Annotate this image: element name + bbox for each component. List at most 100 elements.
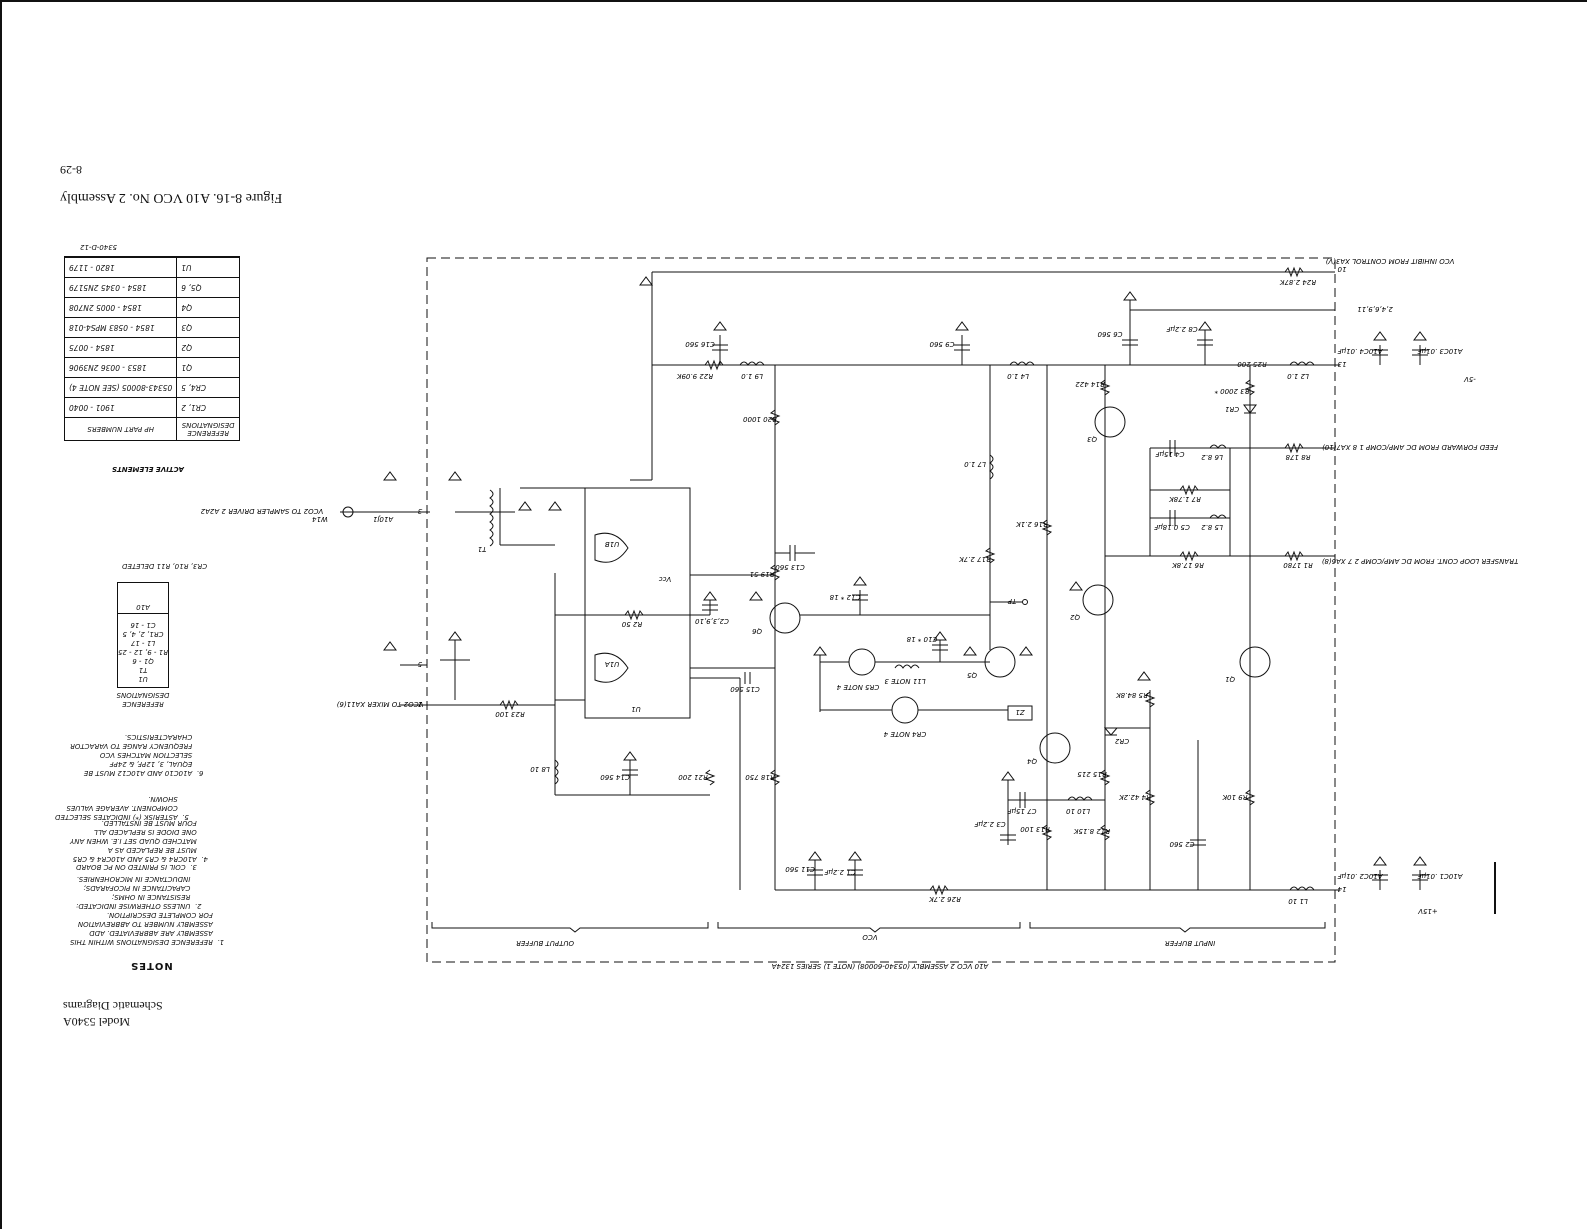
q2-symbol [1082,584,1114,616]
c14-capacitor [622,760,638,795]
svg-text:R5 84.8K: R5 84.8K [1115,691,1148,699]
section-output-buffer: OUTPUT BUFFER [516,939,574,947]
svg-text:U1B: U1B [605,540,620,548]
svg-text:L9 1.0: L9 1.0 [741,372,763,380]
r15-resistor [1099,769,1111,786]
component-labels: R24 2.87K C16 560 R22 9.09K L9 1.0 C9 56… [478,278,1464,905]
assembly-label: A10 VCO 2 ASSEMBLY (05340-60008) (NOTE 1… [772,962,990,970]
section-vco: VCO [862,933,878,941]
r7-resistor [1179,484,1199,496]
svg-text:CR1: CR1 [1225,405,1239,413]
c11-capacitor [807,860,823,890]
r23-resistor [499,699,519,711]
q1-symbol [1239,646,1271,678]
c6-capacitor [1122,330,1138,346]
brace-input-buffer [1029,922,1326,933]
svg-text:T1: T1 [478,545,487,553]
r3-resistor [1244,379,1256,396]
svg-text:L1 10: L1 10 [1288,897,1308,905]
svg-text:5: 5 [417,660,422,668]
r16-resistor [1041,519,1053,536]
r17-resistor [984,547,996,564]
u1a-gate [594,652,629,683]
c15-capacitor [744,672,751,684]
svg-text:L4 1.0: L4 1.0 [1007,372,1029,380]
svg-text:1: 1 [418,700,422,708]
svg-text:R21 200: R21 200 [678,773,708,781]
r26-resistor [929,884,949,896]
svg-text:Q2: Q2 [1069,613,1080,621]
margin-mark [1494,862,1496,914]
svg-text:R22 9.09K: R22 9.09K [676,372,714,380]
svg-text:C9 560: C9 560 [929,340,954,348]
cr2-symbol [1103,727,1119,736]
svg-text:Q4: Q4 [1027,757,1037,765]
svg-text:R9 10K: R9 10K [1221,793,1247,801]
l9-coil [739,361,765,366]
tp-point [1022,599,1028,605]
t1-coil [489,489,494,547]
svg-text:C3 2.2µF: C3 2.2µF [973,820,1005,828]
a10c2-capacitor [1372,870,1388,890]
l6-coil [1209,444,1227,449]
svg-text:R3 2000 *: R3 2000 * [1214,387,1250,395]
r19-resistor [769,564,781,581]
c10-capacitor [932,640,948,662]
r5-resistor [1144,691,1156,708]
c3-capacitor [1000,834,1016,845]
z1-box [1007,705,1033,721]
a10c4-capacitor [1372,345,1388,365]
l11-coil [894,664,920,669]
svg-text:C10 * 18: C10 * 18 [906,635,937,643]
svg-text:CR4 NOTE 4: CR4 NOTE 4 [884,730,927,738]
q6-symbol [769,602,801,634]
svg-text:CR5 NOTE 4: CR5 NOTE 4 [837,683,880,691]
svg-text:R4 42.2K: R4 42.2K [1118,793,1151,801]
c13-capacitor [775,545,815,561]
svg-text:A10C2 .01µF: A10C2 .01µF [1337,872,1384,880]
r13-resistor [1041,824,1053,841]
svg-text:R1 1780: R1 1780 [1283,561,1313,569]
c8-capacitor [1197,330,1213,365]
c12-capacitor [852,590,868,615]
l5-coil [1209,514,1227,519]
r2-resistor [624,609,644,621]
svg-text:L2 1.0: L2 1.0 [1287,372,1309,380]
svg-text:L7 1.0: L7 1.0 [964,460,986,468]
svg-text:C5 0.18µF: C5 0.18µF [1153,523,1190,531]
signal-transfer-loop: TRANSFER LOOP CONT. FROM DC AMP/COMP 2 7… [1321,557,1518,565]
svg-text:Q1: Q1 [1225,675,1235,683]
svg-text:R24 2.87K: R24 2.87K [1279,278,1317,286]
svg-text:3: 3 [418,507,422,515]
svg-text:C13 560: C13 560 [775,563,805,571]
svg-text:U1: U1 [631,705,641,713]
svg-text:C4 15µF: C4 15µF [1155,450,1185,458]
signal-vco-inhibit: VCO INHIBIT FROM CONTROL XA3(V) [1325,257,1454,265]
section-input-buffer: INPUT BUFFER [1165,939,1216,947]
svg-text:R2 50: R2 50 [621,620,642,628]
svg-text:A10J1: A10J1 [373,515,394,523]
c23-capacitor [702,600,718,615]
brace-output-buffer [431,922,709,933]
q3-symbol [1094,406,1126,438]
l4-coil [1009,361,1035,366]
svg-text:C1 2.2µF: C1 2.2µF [823,868,855,876]
r18-resistor [769,769,781,786]
svg-text:U1A: U1A [605,660,620,668]
r4-resistor [1144,789,1156,806]
u1b-gate [594,532,629,563]
svg-text:13: 13 [1338,360,1347,368]
r21-resistor [704,769,716,786]
svg-text:C12 * 18: C12 * 18 [829,593,860,601]
c1-capacitor [847,860,863,890]
r8-resistor [1284,442,1304,454]
u1-box [584,487,691,719]
svg-text:14: 14 [1338,885,1347,893]
page-border-top [0,0,1587,2]
signal-feed-forward: FEED FORWARD FROM DC AMP/COMP 1 8 XA7(10… [1322,443,1498,451]
svg-text:C11 560: C11 560 [785,865,815,873]
svg-text:R13 100: R13 100 [1020,825,1050,833]
r9-resistor [1244,789,1256,806]
svg-text:R19 51: R19 51 [750,570,775,578]
a10c1-capacitor [1412,870,1428,890]
